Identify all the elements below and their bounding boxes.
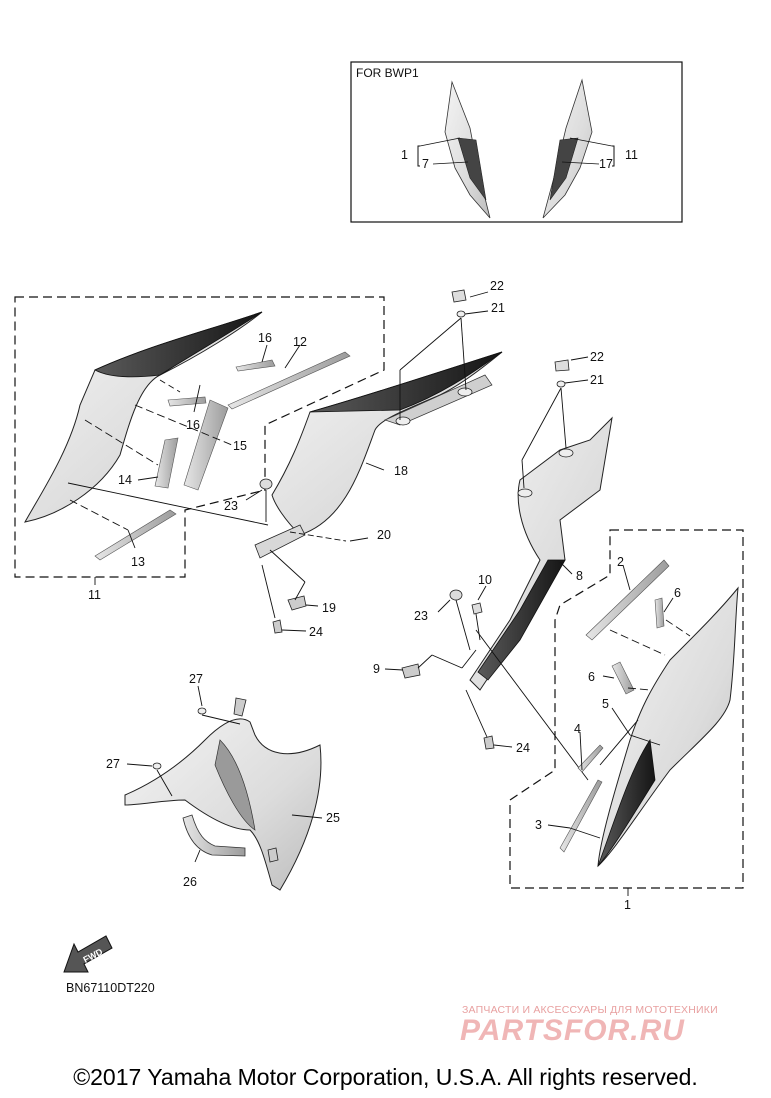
callout-26: 26 xyxy=(183,875,197,889)
fwd-arrow-icon: FWD xyxy=(63,935,113,973)
inset-title: FOR BWP1 xyxy=(356,66,419,80)
callout-1: 1 xyxy=(624,898,631,912)
assembly-1-group: 2 6 6 5 4 3 1 xyxy=(509,529,744,912)
callout-2: 2 xyxy=(617,555,624,569)
callout-21-a: 21 xyxy=(491,301,505,315)
callout-24-a: 24 xyxy=(309,625,323,639)
callout-12: 12 xyxy=(293,335,307,349)
callout-27-b: 27 xyxy=(106,757,120,771)
callout-1-inset: 1 xyxy=(401,148,408,162)
watermark-tagline: ЗАПЧАСТИ И АКСЕССУАРЫ ДЛЯ МОТОТЕХНИКИ xyxy=(462,1004,718,1016)
callout-8: 8 xyxy=(576,569,583,583)
copyright-notice: ©2017 Yamaha Motor Corporation, U.S.A. A… xyxy=(73,1064,698,1090)
callout-10: 10 xyxy=(478,573,492,587)
inset-bwp1: FOR BWP1 1 7 11 17 xyxy=(350,61,683,223)
callout-11-inset: 11 xyxy=(625,148,638,162)
bracket-8: 22 21 8 10 23 9 24 xyxy=(373,350,613,781)
callout-7: 7 xyxy=(422,157,429,171)
callout-25: 25 xyxy=(326,811,340,825)
watermark-logo: PARTSFOR.RU xyxy=(460,1014,685,1047)
callout-13: 13 xyxy=(131,555,145,569)
callout-23-a: 23 xyxy=(224,499,238,513)
callout-6-b: 6 xyxy=(588,670,595,684)
callout-24-b: 24 xyxy=(516,741,530,755)
callout-23-b: 23 xyxy=(414,609,428,623)
callout-6-a: 6 xyxy=(674,586,681,600)
callout-18: 18 xyxy=(394,464,408,478)
panel-18: 22 21 18 23 20 19 24 xyxy=(224,279,505,639)
callout-4: 4 xyxy=(574,722,581,736)
callout-9: 9 xyxy=(373,662,380,676)
callout-11: 11 xyxy=(88,588,101,602)
cover-25: 27 27 25 26 xyxy=(106,672,340,891)
callout-16-a: 16 xyxy=(258,331,272,345)
callout-16-b: 16 xyxy=(186,418,200,432)
callout-19: 19 xyxy=(322,601,336,615)
callout-22-a: 22 xyxy=(490,279,504,293)
callout-3: 3 xyxy=(535,818,542,832)
diagram-code: BN67110DT220 xyxy=(66,981,155,995)
callout-5: 5 xyxy=(602,697,609,711)
callout-17: 17 xyxy=(599,157,613,171)
callout-14: 14 xyxy=(118,473,132,487)
assembly-11-group: 16 12 16 15 14 13 11 xyxy=(14,296,385,602)
callout-27-a: 27 xyxy=(189,672,203,686)
callout-22-b: 22 xyxy=(590,350,604,364)
callout-21-b: 21 xyxy=(590,373,604,387)
callout-20: 20 xyxy=(377,528,391,542)
callout-15: 15 xyxy=(233,439,247,453)
